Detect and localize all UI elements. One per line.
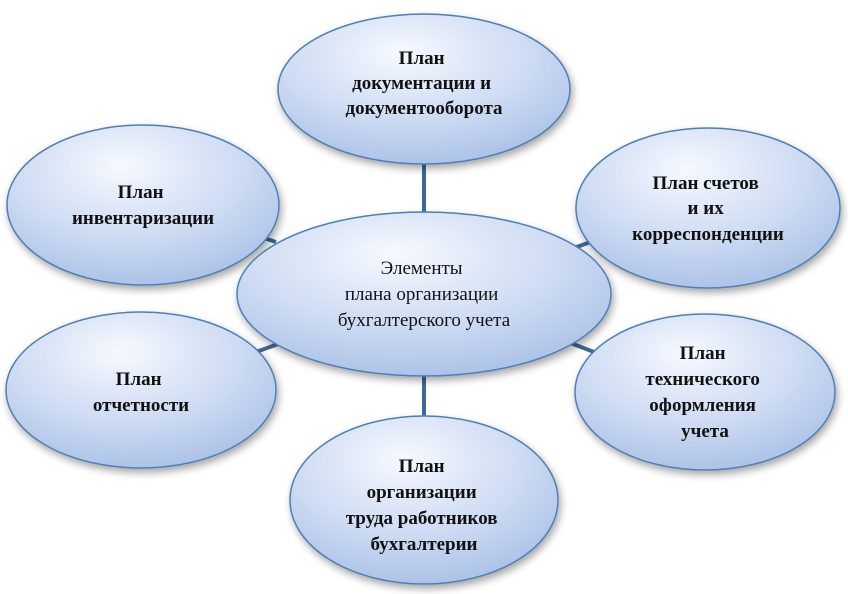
node-documentation: План документации и документооборота [277, 13, 571, 165]
node-reporting: План отчетности [5, 311, 277, 469]
node-accounts-shape [575, 127, 841, 289]
connector-reporting [255, 342, 279, 354]
node-accounts-label: План счетов и их корреспонденции [632, 173, 784, 245]
node-labor-shape [289, 415, 559, 585]
node-labor: План организации труда работников бухгал… [289, 415, 559, 585]
node-reporting-shape [5, 311, 277, 469]
node-accounts: План счетов и их корреспонденции [575, 127, 841, 289]
node-center-label: Элементы плана организации бухгалтерског… [338, 258, 511, 331]
node-inventory: План инвентаризации [6, 124, 280, 286]
node-inventory-label: План инвентаризации [72, 182, 214, 229]
node-reporting-label: План отчетности [93, 369, 189, 416]
node-documentation-label: План документации и документооборота [345, 48, 503, 119]
node-technical-label: План технического оформления учета [645, 343, 764, 442]
node-labor-label: План организации труда работников бухгал… [346, 456, 503, 555]
node-technical-shape [574, 313, 836, 471]
node-inventory-shape [6, 124, 280, 286]
node-technical: План технического оформления учета [574, 313, 836, 471]
node-center-shape [236, 211, 612, 377]
node-center: Элементы плана организации бухгалтерског… [236, 211, 612, 377]
node-documentation-shape [277, 13, 571, 165]
